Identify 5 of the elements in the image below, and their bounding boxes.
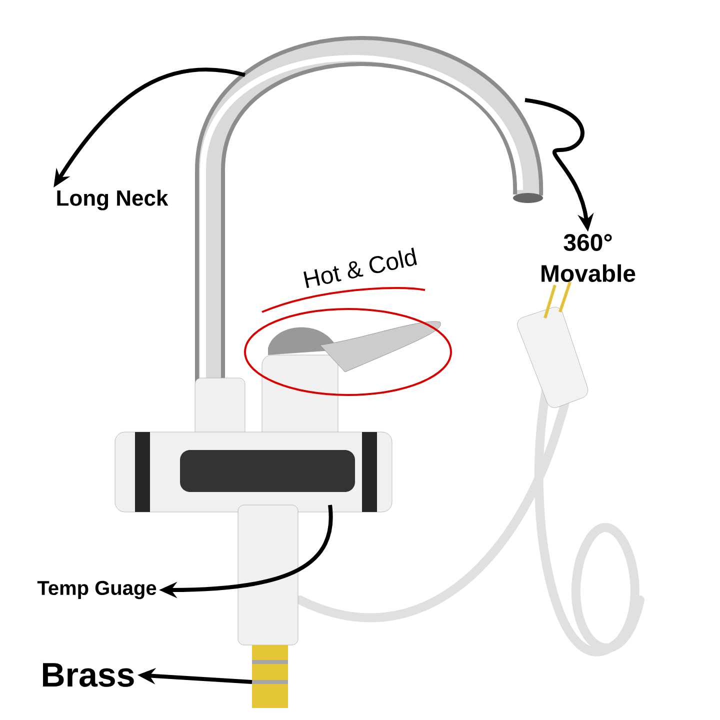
callout-label: Brass — [43, 663, 134, 687]
callout-label: Hot & Cold — [304, 248, 417, 288]
callout-label: Long Neck — [57, 190, 168, 210]
callout-label: 360° Movable — [542, 234, 636, 282]
callout-label: Temp Guage — [37, 580, 156, 600]
